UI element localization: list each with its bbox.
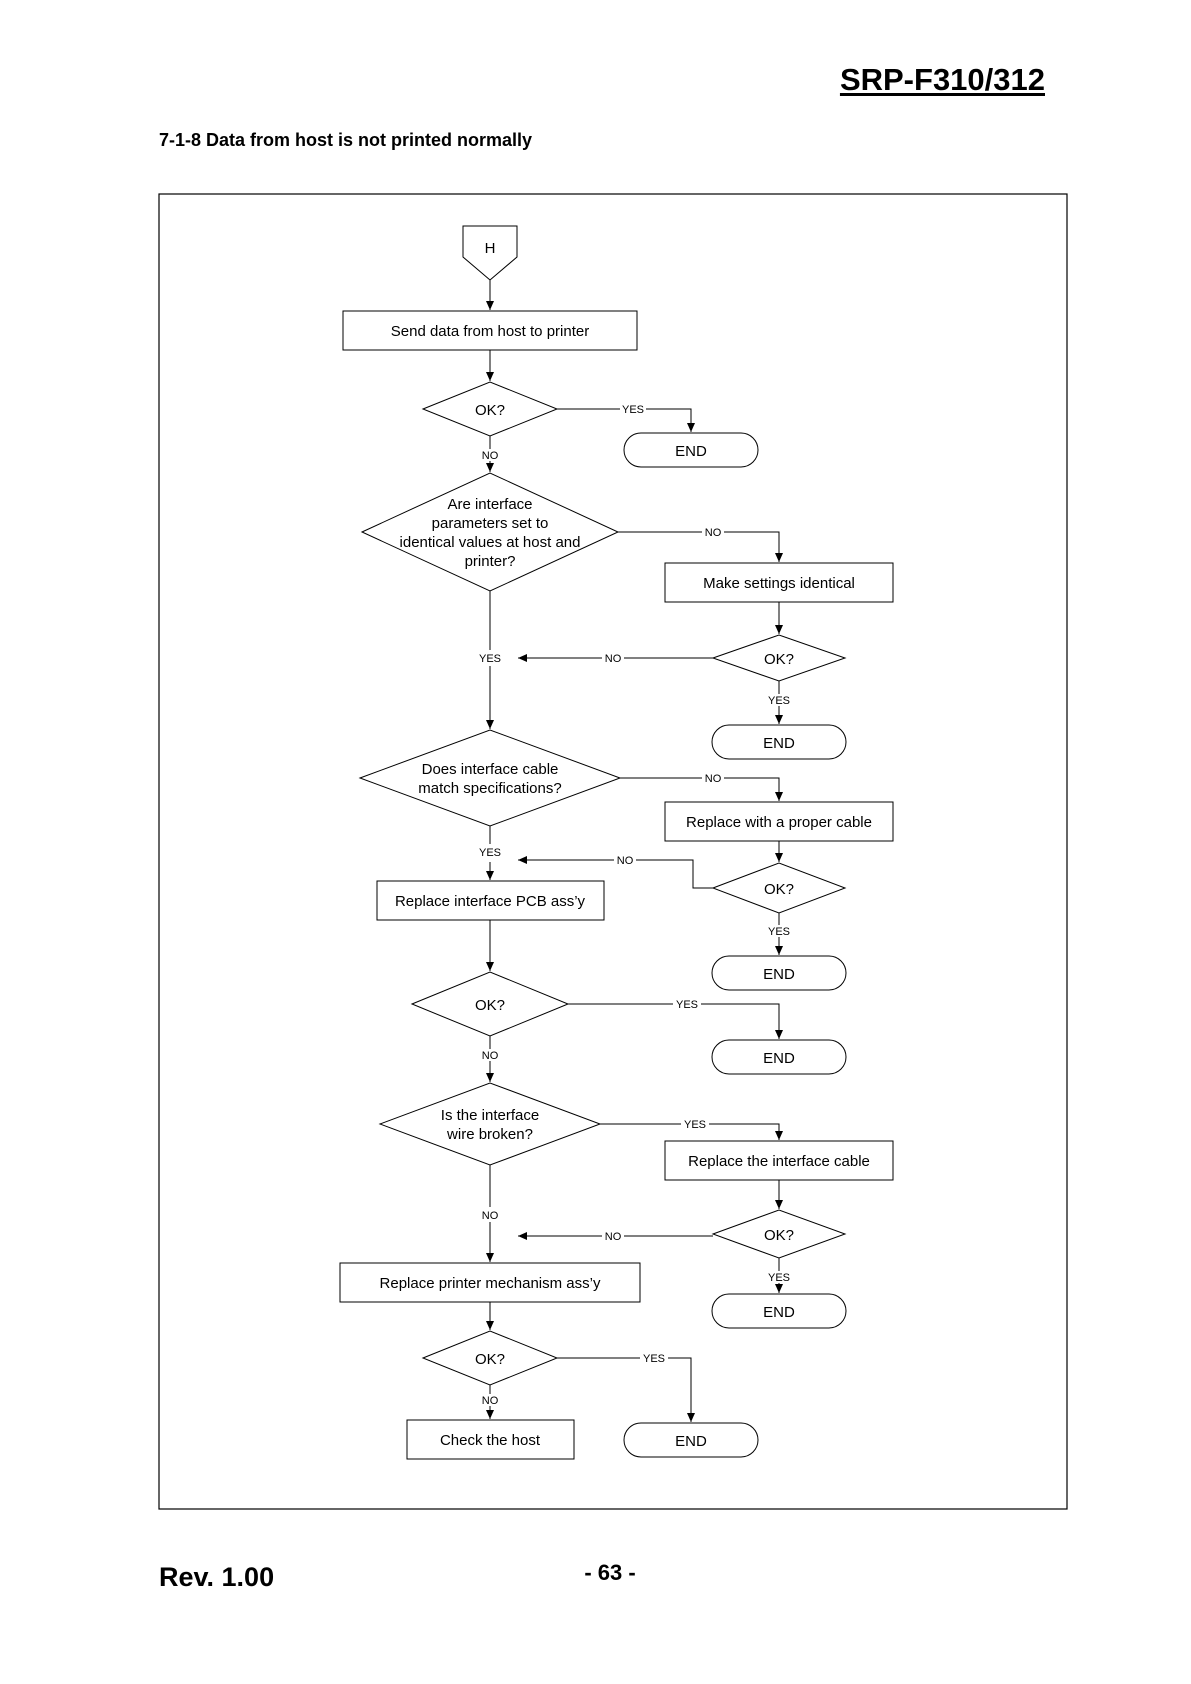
end-2-label: END xyxy=(763,735,795,752)
interface-params-line-2: parameters set to xyxy=(432,515,549,532)
wire-broken-no-label: NO xyxy=(482,1210,499,1222)
cable-spec-diamond xyxy=(358,729,622,827)
replace-mechanism-label: Replace printer mechanism ass’y xyxy=(380,1275,601,1292)
end-6-label: END xyxy=(675,1433,707,1450)
wire-broken-diamond xyxy=(378,1082,602,1166)
interface-params-line-3: identical values at host and xyxy=(400,534,581,551)
ok-2-yes-label: YES xyxy=(768,695,790,707)
params-yes-label: YES xyxy=(479,653,501,665)
ok-5-label: OK? xyxy=(764,1227,794,1244)
ok-1-label: OK? xyxy=(475,402,505,419)
connector-h-shape xyxy=(462,225,518,281)
ok-2-diamond xyxy=(711,634,847,682)
interface-params-line-4: printer? xyxy=(465,553,516,570)
ok-2-label: OK? xyxy=(764,651,794,668)
edge-ok6-yes-end6 xyxy=(557,1357,695,1422)
ok-4-label: OK? xyxy=(475,997,505,1014)
edge-ok3-no-back xyxy=(518,856,713,889)
ok-1-yes-label: YES xyxy=(622,404,644,416)
ok-2-no-label: NO xyxy=(605,653,622,665)
end-6-terminal xyxy=(623,1422,759,1458)
section-title: 7-1-8 Data from host is not printed norm… xyxy=(159,130,533,150)
ok-5-diamond xyxy=(711,1209,847,1259)
interface-params-line-1: Are interface xyxy=(447,496,532,513)
edge-params-no-identical xyxy=(618,531,783,562)
edge-wire-yes-replace xyxy=(600,1123,783,1140)
ok-5-no-label: NO xyxy=(605,1231,622,1243)
document-title: SRP-F310/312 xyxy=(839,62,1045,97)
cable-spec-yes-label: YES xyxy=(479,847,501,859)
ok-4-no-label: NO xyxy=(482,1050,499,1062)
edge-ok4-yes-end4 xyxy=(568,1003,783,1039)
interface-params-diamond xyxy=(360,472,620,592)
ok-3-label: OK? xyxy=(764,881,794,898)
edge-ok1-yes-end1 xyxy=(557,408,695,432)
end-5-terminal xyxy=(711,1293,847,1329)
footer-revision: Rev. 1.00 xyxy=(159,1562,275,1592)
end-3-label: END xyxy=(763,966,795,983)
end-2-terminal xyxy=(711,724,847,760)
end-3-terminal xyxy=(711,955,847,991)
diagram-frame xyxy=(158,193,1068,1510)
ok-3-yes-label: YES xyxy=(768,926,790,938)
ok-1-no-label: NO xyxy=(482,450,499,462)
ok-6-yes-label: YES xyxy=(643,1353,665,1365)
ok-3-diamond xyxy=(711,862,847,914)
connector-h-label: H xyxy=(485,240,496,257)
end-5-label: END xyxy=(763,1304,795,1321)
send-data-label: Send data from host to printer xyxy=(391,323,589,340)
ok-3-no-label: NO xyxy=(617,855,634,867)
make-identical-label: Make settings identical xyxy=(703,575,855,592)
end-1-label: END xyxy=(675,443,707,460)
edge-cable-no-proper xyxy=(620,777,783,801)
ok-6-no-label: NO xyxy=(482,1395,499,1407)
end-4-label: END xyxy=(763,1050,795,1067)
wire-broken-line-2: wire broken? xyxy=(446,1126,533,1143)
check-host-label: Check the host xyxy=(440,1432,541,1449)
replace-pcb-label: Replace interface PCB ass’y xyxy=(395,893,586,910)
replace-proper-cable-label: Replace with a proper cable xyxy=(686,814,872,831)
ok-5-yes-label: YES xyxy=(768,1272,790,1284)
end-4-terminal xyxy=(711,1039,847,1075)
wire-broken-yes-label: YES xyxy=(684,1119,706,1131)
ok-6-label: OK? xyxy=(475,1351,505,1368)
replace-interface-cable-label: Replace the interface cable xyxy=(688,1153,870,1170)
wire-broken-line-1: Is the interface xyxy=(441,1107,539,1124)
footer-page-number: - 63 - xyxy=(584,1560,636,1585)
end-1-terminal xyxy=(623,432,759,468)
check-host-box xyxy=(406,1419,575,1460)
cable-spec-line-2: match specifications? xyxy=(418,780,561,797)
params-no-label: NO xyxy=(705,527,722,539)
ok-4-yes-label: YES xyxy=(676,999,698,1011)
cable-spec-line-1: Does interface cable xyxy=(422,761,559,778)
cable-spec-no-label: NO xyxy=(705,773,722,785)
